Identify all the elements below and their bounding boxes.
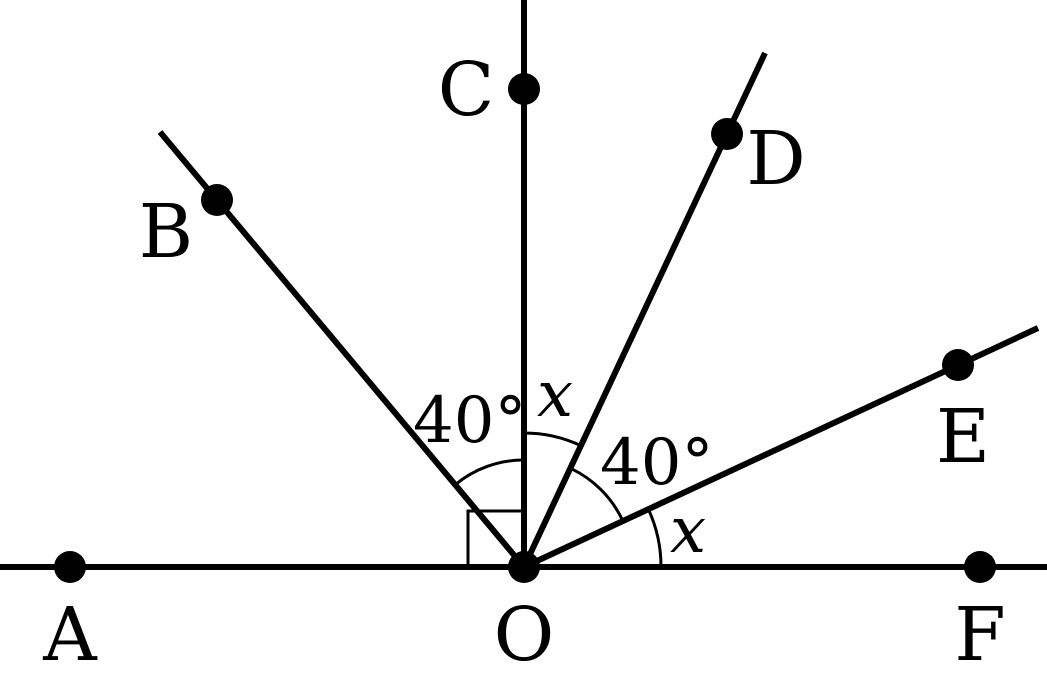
label-d: D <box>746 116 805 202</box>
label-e: E <box>936 394 990 480</box>
arc-angle-eof <box>647 508 663 568</box>
label-angle-cod: x <box>537 358 573 432</box>
label-b: B <box>139 189 193 275</box>
point-c <box>508 73 540 105</box>
point-e <box>942 349 974 381</box>
label-angle-eof: x <box>670 494 706 568</box>
label-angle-doe: 40° <box>600 426 713 500</box>
label-f: F <box>954 592 1005 678</box>
right-angle-marker <box>466 509 524 567</box>
point-b <box>201 184 233 216</box>
point-d <box>711 118 743 150</box>
arc-angle-doe <box>569 466 625 522</box>
point-f <box>964 551 996 583</box>
label-o: O <box>494 592 555 678</box>
arc-angle-cod <box>523 431 582 448</box>
point-a <box>54 551 86 583</box>
label-a: A <box>42 592 98 678</box>
point-o <box>508 551 540 583</box>
label-c: C <box>438 47 495 133</box>
label-angle-boc: 40° <box>413 384 526 458</box>
arc-angle-boc <box>454 458 525 486</box>
